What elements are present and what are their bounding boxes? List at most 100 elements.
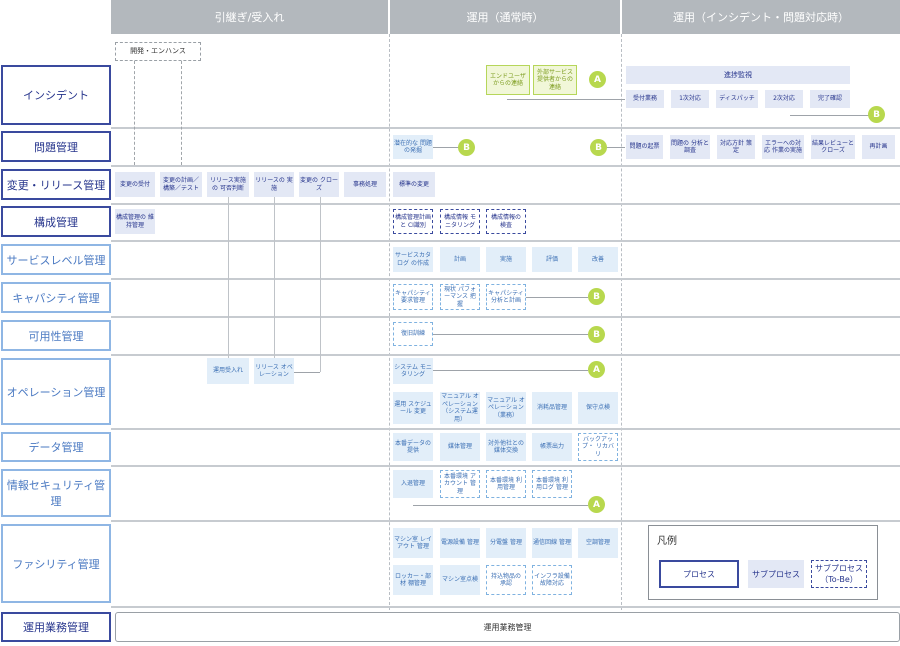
system-monitoring: システム モニタリング (393, 358, 433, 384)
row-label-security: 情報セキュリティ管理 (1, 469, 111, 517)
config-step: 構成管理計画と CI識別 (393, 209, 433, 234)
marker-b-badge: B (458, 139, 475, 156)
problem-step: 問題の 分析と調査 (670, 135, 710, 159)
legend-subprocess-tobe: サブプロセス （To-Be） (811, 560, 867, 588)
phase-separator (389, 34, 390, 610)
external-contact: 外部サービス 提供者からの 連絡 (533, 65, 577, 95)
marker-a-badge: A (589, 71, 606, 88)
incident-step: 受付業務 (626, 90, 664, 108)
change-step: 事務処理 (344, 172, 386, 197)
marker-a-badge: A (588, 496, 605, 513)
facility-step: インフラ設備 故障対応 (532, 565, 572, 595)
marker-a-badge: A (588, 361, 605, 378)
config-step: 構成情報の 検査 (486, 209, 526, 234)
header-incident-ops: 運用（インシデント・問題対応時） (622, 0, 900, 34)
facility-step: 空調管理 (578, 528, 618, 558)
dev-enhance-box: 開発・エンハンス (115, 42, 201, 61)
phase-separator (621, 34, 622, 610)
incident-flow-arrow (507, 99, 625, 100)
row-label-operation: オペレーション管理 (1, 358, 111, 425)
problem-arrow (433, 147, 459, 148)
problem-arrow (607, 147, 625, 148)
incident-step: 1次対応 (671, 90, 709, 108)
row-label-config: 構成管理 (1, 206, 111, 237)
problem-step: 再計画 (862, 135, 895, 159)
operation-link-line (320, 197, 321, 372)
facility-step: 通信回線 管理 (532, 528, 572, 558)
incident-to-b-arrow (790, 115, 870, 116)
facility-step: 電源設備 管理 (440, 528, 480, 558)
progress-monitoring: 進捗監視 (626, 66, 850, 84)
legend-panel: 凡例 プロセス サブプロセス サブプロセス （To-Be） (648, 525, 878, 600)
facility-step: マシン室 レイアウト 管理 (393, 528, 433, 558)
row-divider (111, 354, 900, 356)
standard-change: 標準の変更 (393, 172, 435, 197)
row-label-ops-mgmt: 運用業務管理 (1, 612, 111, 642)
operation-link-line (294, 372, 320, 373)
legend-process: プロセス (659, 560, 739, 588)
security-step: 本番環境 アカウント 管理 (440, 470, 480, 498)
security-step: 本番環境 利用管理 (486, 470, 526, 498)
row-label-facility: ファシリティ管理 (1, 524, 111, 603)
marker-b-badge: B (588, 288, 605, 305)
problem-step: 対応方針 策定 (717, 135, 755, 159)
row-divider (111, 428, 900, 430)
marker-b-badge: B (868, 106, 885, 123)
row-label-sla: サービスレベル管理 (1, 244, 111, 275)
row-divider (111, 165, 900, 167)
ops-mgmt-bar: 運用業務管理 (115, 612, 900, 642)
legend-subprocess: サブプロセス (748, 560, 804, 588)
marker-b-badge: B (590, 139, 607, 156)
latent-problem-discovery: 潜在的な 問題の発掘 (393, 135, 433, 159)
row-divider (111, 278, 900, 280)
problem-step: 問題の起票 (626, 135, 663, 159)
availability-arrow (433, 334, 588, 335)
security-step: 本番環境 利用ログ 管理 (532, 470, 572, 498)
operation-step: 保守点検 (578, 392, 618, 424)
problem-step: 結果レビューと クローズ (811, 135, 855, 159)
data-step: 本番データの 提供 (393, 433, 433, 461)
incident-step: ディスパッチ (716, 90, 758, 108)
row-divider (111, 606, 900, 608)
capacity-step: 現状 パフォーマンス 把握 (440, 284, 480, 310)
marker-b-badge: B (588, 326, 605, 343)
data-step: バックアップ・ リカバリ (578, 433, 618, 461)
sla-step: 改善 (578, 247, 618, 272)
sla-step: 実施 (486, 247, 526, 272)
data-step: 媒体管理 (440, 433, 480, 461)
data-step: 対外他社との 媒体交換 (486, 433, 526, 461)
security-step: 入退管理 (393, 470, 433, 498)
dev-arrow-line (181, 61, 182, 165)
sla-step: 計画 (440, 247, 480, 272)
row-divider (111, 240, 900, 242)
capacity-step: キャパシティ 要求管理 (393, 284, 433, 310)
legend-title: 凡例 (657, 536, 677, 547)
operation-arrow (433, 370, 588, 371)
change-step: 変更の クローズ (299, 172, 339, 197)
row-divider (111, 203, 900, 205)
row-label-availability: 可用性管理 (1, 320, 111, 351)
sla-step: 評価 (532, 247, 572, 272)
problem-step: エラーへの対応 作業の実施 (762, 135, 804, 159)
operation-step: 運用 スケジュール 変更 (393, 392, 433, 424)
header-handover: 引継ぎ/受入れ (111, 0, 388, 34)
facility-step: マシン室点検 (440, 565, 480, 595)
change-step: 変更の受付 (115, 172, 155, 197)
facility-step: 持込物品の 承認 (486, 565, 526, 595)
security-arrow (413, 505, 588, 506)
row-divider (111, 316, 900, 318)
row-label-incident: インシデント (1, 65, 111, 125)
row-divider (111, 520, 900, 522)
operation-link-line (228, 197, 229, 358)
dev-arrow-line (134, 61, 135, 165)
operation-handover: リリース オペレーション (254, 358, 294, 384)
sla-step: サービスカタログ の作成 (393, 247, 433, 272)
availability-step: 復旧訓練 (393, 322, 433, 346)
row-label-problem: 問題管理 (1, 131, 111, 162)
config-maintenance: 構成管理の 維持管理 (115, 209, 155, 234)
row-divider (111, 127, 900, 129)
change-step: リリース実施の 可否判断 (207, 172, 249, 197)
operation-handover: 運用受入れ (207, 358, 249, 384)
operation-step: マニュアル オペレーション （業務） (486, 392, 526, 424)
capacity-arrow (526, 297, 588, 298)
